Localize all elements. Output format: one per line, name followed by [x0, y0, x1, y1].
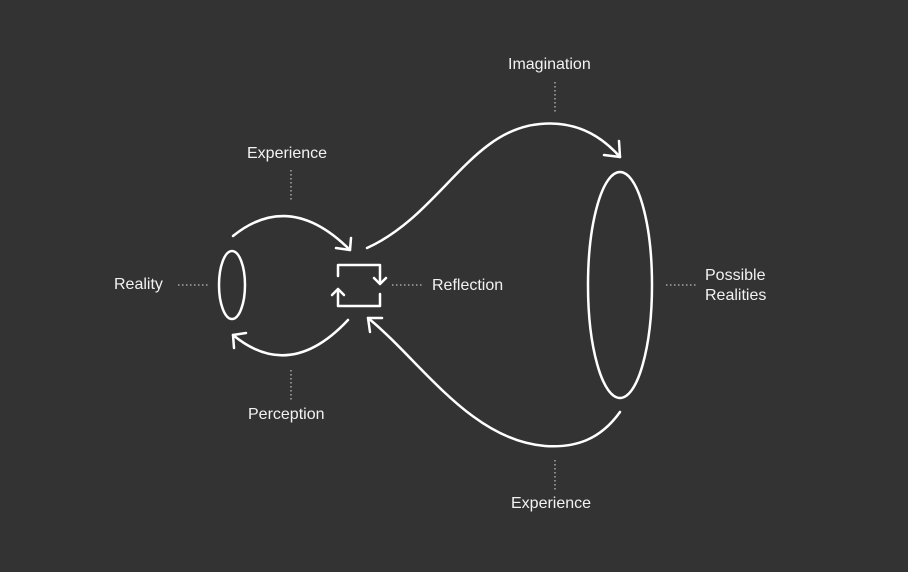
experience-bottom-label: Experience	[511, 495, 592, 512]
perception-label: Perception	[248, 406, 325, 423]
possible-realities-label: Possible Realities	[705, 266, 766, 306]
arrowhead	[602, 139, 622, 159]
reflection-cycle-icon	[330, 263, 388, 308]
arrowhead	[231, 331, 248, 350]
experience-top-label: Experience	[247, 145, 328, 162]
experience-arrow-small	[231, 214, 352, 252]
experience-return-arrow	[366, 316, 622, 448]
reality-ellipse	[217, 249, 247, 321]
possible-realities-line1: Possible	[705, 267, 766, 284]
possible-realities-line2: Realities	[705, 287, 767, 304]
reality-label: Reality	[114, 276, 163, 293]
imagination-label: Imagination	[508, 56, 591, 73]
perception-arrow	[231, 318, 350, 357]
arrowhead	[334, 236, 353, 252]
reflection-label: Reflection	[432, 277, 504, 294]
imagination-arrow	[365, 122, 622, 250]
arrowhead	[366, 316, 384, 334]
possible-realities-ellipse	[586, 170, 654, 400]
